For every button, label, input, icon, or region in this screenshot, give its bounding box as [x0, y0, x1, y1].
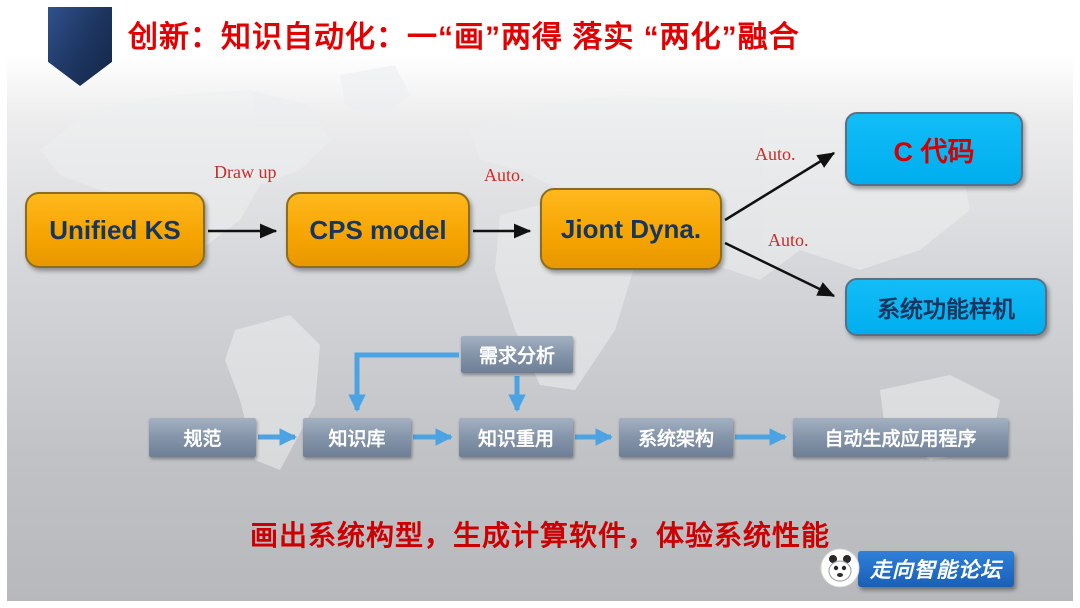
map-north-america	[40, 90, 330, 250]
edge-label-auto-up: Auto.	[755, 144, 796, 164]
node-knowledge-reuse: 知识重用	[459, 418, 573, 457]
page-title: 创新：知识自动化：一“画”两得 落实 “两化”融合	[128, 21, 800, 54]
node-knowledge-base-label: 知识库	[328, 429, 386, 450]
edge-label-auto-mid: Auto.	[484, 165, 525, 185]
node-system-prototype: 系统功能样机	[845, 278, 1047, 336]
arrow-jiont-to-ccode	[724, 151, 836, 222]
watermark-text: 走向智能论坛	[870, 559, 1002, 582]
node-jiont-dyna-label: Jiont Dyna.	[560, 213, 702, 244]
arrow-requirement-to-knowledgebase	[348, 352, 459, 413]
footer-text: 画出系统构型，生成计算软件，体验系统性能	[249, 520, 830, 551]
edge-label-draw-up: Draw up	[214, 162, 277, 182]
node-requirement-analysis: 需求分析	[461, 336, 573, 373]
node-system-architecture-label: 系统架构	[637, 429, 714, 450]
node-cps-model-label: CPS model	[309, 214, 447, 245]
node-requirement-analysis-label: 需求分析	[478, 346, 555, 367]
node-specification-label: 规范	[183, 429, 222, 450]
forum-logo-icon	[820, 548, 860, 588]
arrow-jiont-to-prototype	[724, 241, 836, 298]
node-specification: 规范	[149, 418, 256, 457]
edge-label-auto-down: Auto.	[768, 230, 809, 250]
node-knowledge-reuse-label: 知识重用	[477, 429, 554, 450]
node-jiont-dyna: Jiont Dyna.	[540, 188, 722, 270]
node-auto-generate-app-label: 自动生成应用程序	[824, 429, 977, 450]
node-c-code-label: C 代码	[893, 136, 975, 167]
node-auto-generate-app: 自动生成应用程序	[793, 418, 1008, 457]
watermark-banner: 走向智能论坛	[858, 551, 1014, 587]
node-knowledge-base: 知识库	[303, 418, 411, 457]
node-cps-model: CPS model	[286, 192, 470, 268]
node-unified-ks-label: Unified KS	[49, 214, 181, 245]
node-unified-ks: Unified KS	[25, 192, 205, 268]
node-system-architecture: 系统架构	[619, 418, 733, 457]
node-system-prototype-label: 系统功能样机	[877, 296, 1015, 322]
node-c-code: C 代码	[845, 112, 1023, 186]
map-greenland	[340, 65, 410, 120]
